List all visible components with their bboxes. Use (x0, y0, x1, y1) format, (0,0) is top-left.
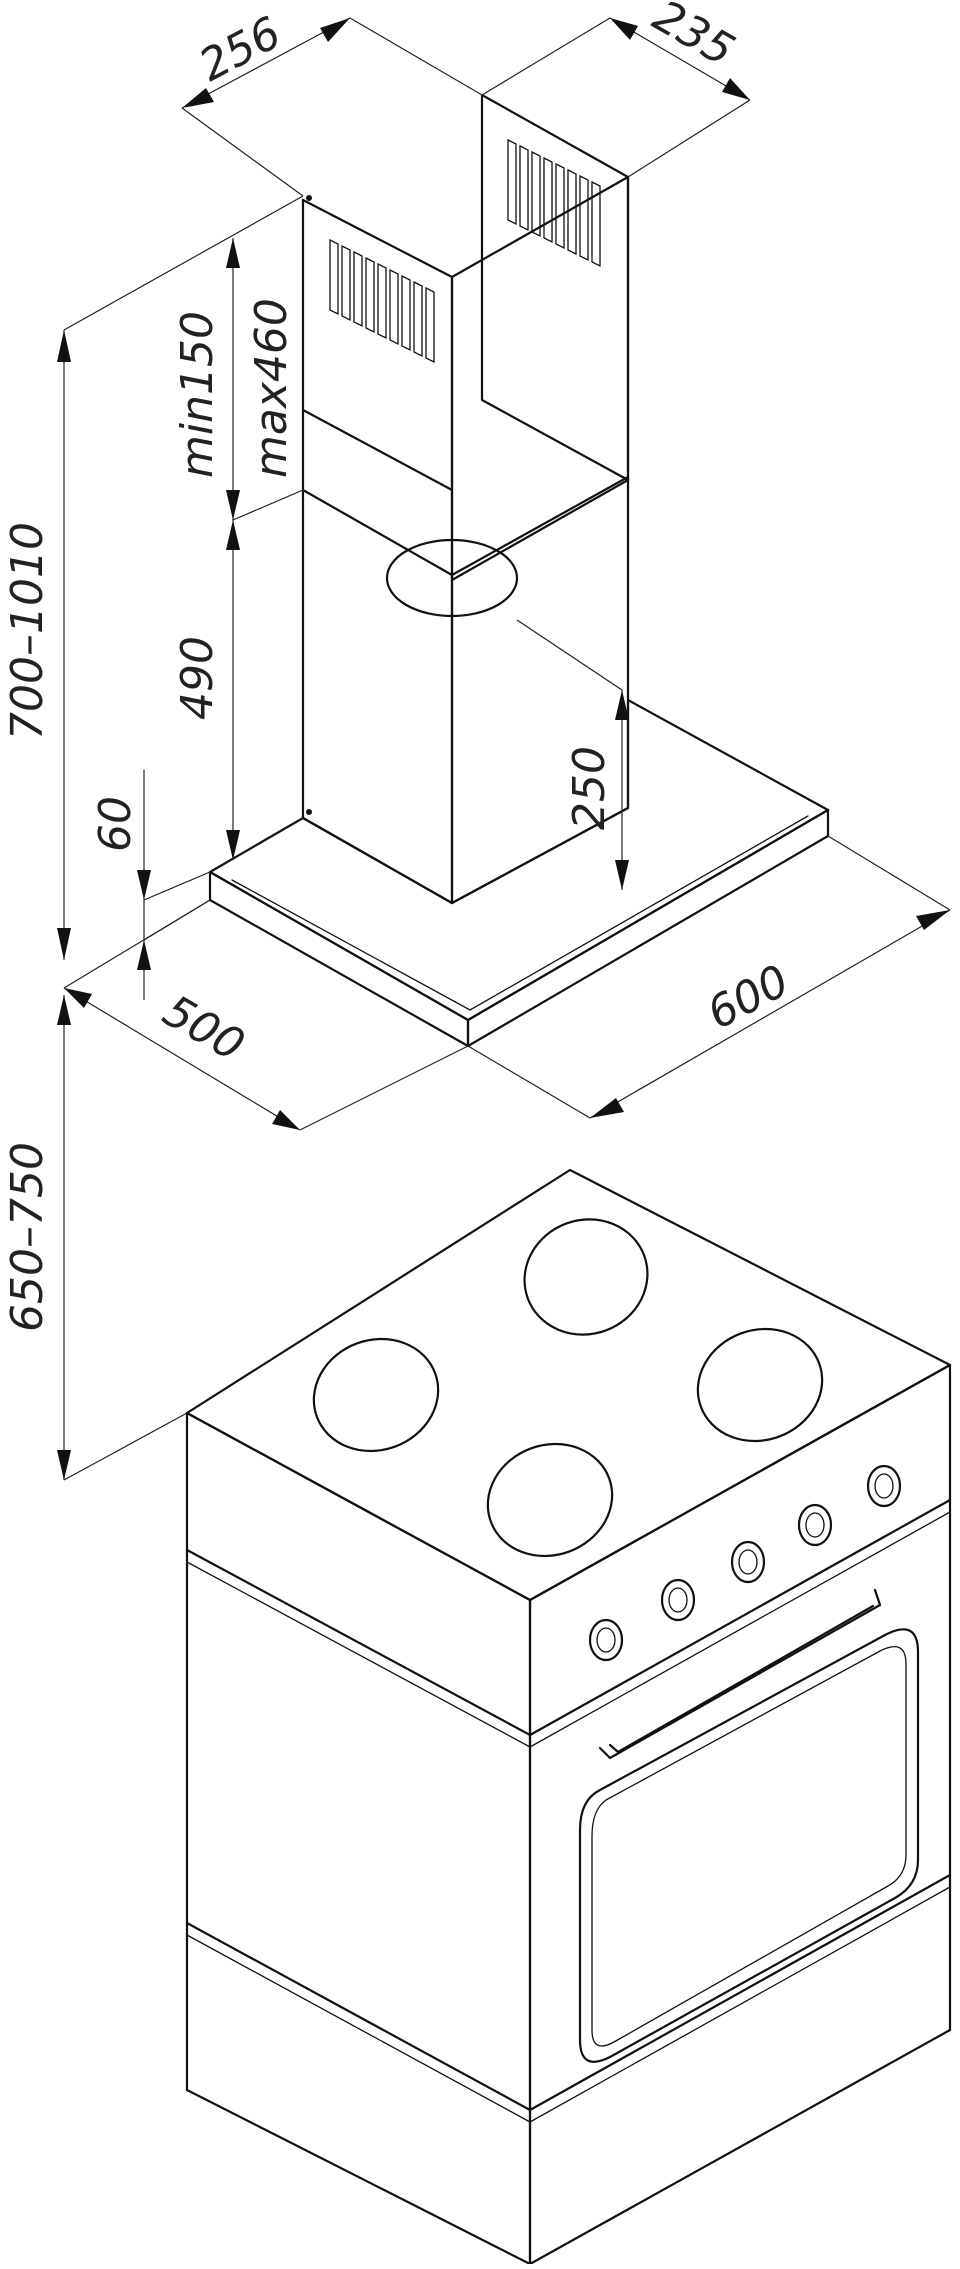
hob-ring-front (486, 1442, 614, 1558)
dimension-lines (57, 17, 951, 1481)
oven-window (578, 1628, 920, 2063)
knob (588, 1618, 624, 1662)
label-chimney-depth: 235 (645, 0, 743, 77)
label-max-extension: max460 (246, 298, 297, 478)
vent-slots-left (329, 238, 435, 364)
knob (660, 1578, 696, 1622)
control-knobs (588, 1464, 902, 1662)
dimension-labels: 256 235 min150 max460 700–1010 490 250 6… (2, 0, 797, 1332)
screw-dot (306, 809, 312, 815)
label-chimney-width: 256 (191, 7, 289, 91)
label-canopy-depth: 500 (155, 985, 253, 1071)
label-min-extension: min150 (172, 311, 223, 478)
knob (866, 1464, 902, 1508)
range-hood (208, 93, 830, 1048)
stove (185, 1168, 952, 2266)
lower-chimney-left-face (301, 488, 454, 905)
stove-left-side (185, 1411, 532, 2266)
upper-chimney-left-face (301, 198, 454, 492)
label-canopy-thickness: 60 (90, 796, 141, 852)
label-lower-chimney-height: 490 (172, 636, 223, 720)
oven-handle (598, 1588, 882, 1760)
canopy-front-left (208, 870, 470, 1048)
label-total-height: 700–1010 (2, 522, 53, 740)
cooktop (185, 1168, 952, 1602)
stove-front (528, 1363, 952, 2266)
vent-slots-back (507, 138, 601, 268)
label-outlet-height: 250 (564, 746, 615, 830)
knob (730, 1540, 766, 1584)
label-mount-height: 650–750 (2, 1142, 53, 1332)
air-outlet (385, 538, 519, 618)
knob (797, 1503, 833, 1547)
hob-ring-back (523, 1218, 649, 1336)
upper-chimney-right-face (450, 175, 630, 582)
hob-ring-right (696, 1327, 824, 1443)
upper-chimney-back-panel (480, 93, 630, 482)
lower-chimney-right-face (450, 475, 630, 905)
hob-ring-left (312, 1337, 440, 1453)
screw-dot (306, 195, 312, 201)
